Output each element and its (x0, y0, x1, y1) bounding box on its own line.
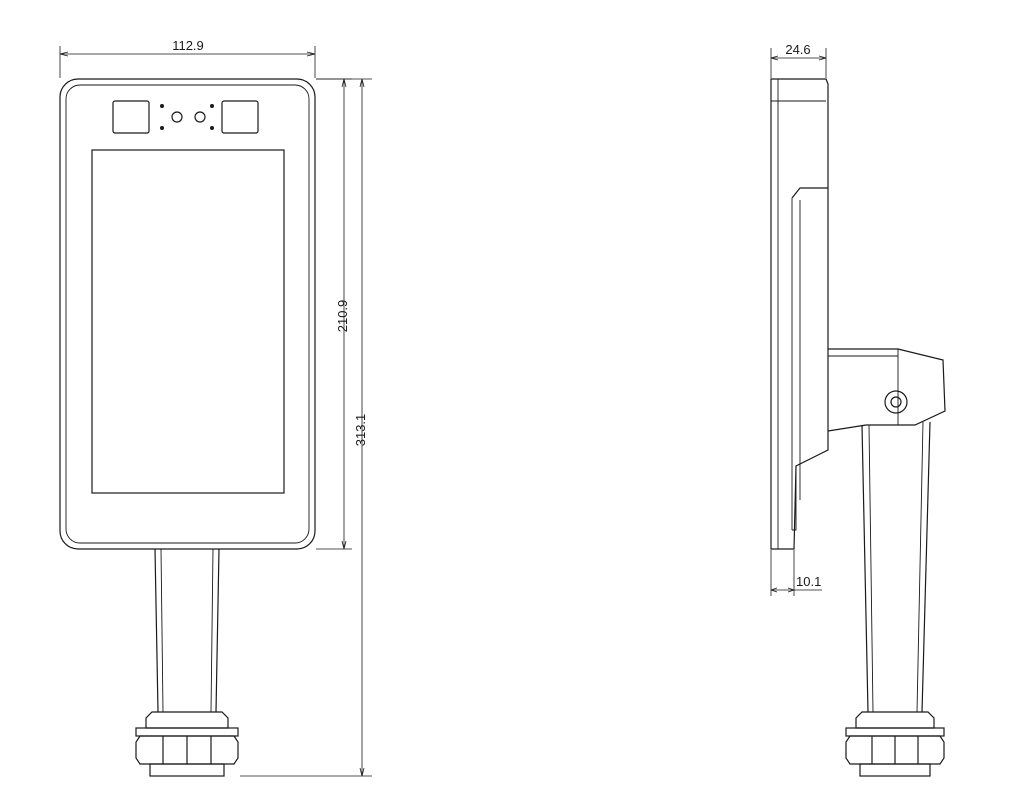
front-outer-frame (59, 78, 316, 550)
front-thread-stub (149, 763, 225, 777)
ir-dot-2 (160, 126, 164, 130)
side-dimensions: 24.6 10.1 (770, 42, 827, 596)
front-inner-frame (65, 84, 310, 544)
side-base-nut (845, 735, 945, 765)
side-pivot-bolt-outer (884, 390, 908, 414)
right-camera-window (221, 100, 259, 134)
width-dimension-label: 112.9 (172, 38, 204, 53)
side-back-housing (791, 187, 828, 199)
side-body-profile (770, 78, 829, 550)
side-pole (861, 421, 931, 713)
front-base-collar (145, 711, 229, 729)
display-screen (91, 149, 285, 494)
side-base-washer (845, 727, 945, 737)
front-view (59, 78, 316, 777)
sensor-right (194, 111, 206, 123)
side-pivot-bolt-inner (890, 396, 902, 408)
front-pole (154, 548, 220, 713)
depth-dimension-label: 24.6 (785, 42, 810, 57)
side-base-collar (855, 711, 935, 729)
bottom-thickness-dimension-label: 10.1 (796, 574, 821, 589)
side-mount-bracket (827, 348, 946, 432)
screen-height-dimension-label: 210.9 (335, 300, 350, 333)
side-thread-stub (859, 763, 931, 777)
front-base-washer (135, 727, 239, 737)
total-height-dimension-label: 313.1 (353, 414, 368, 447)
ir-dot-4 (210, 126, 214, 130)
left-camera-window (112, 100, 150, 134)
ir-dot-1 (160, 104, 164, 108)
side-view (770, 78, 946, 777)
ir-dot-3 (210, 104, 214, 108)
front-base-nut (135, 735, 239, 765)
front-dimensions: 112.9 210.9 313.1 (59, 38, 372, 777)
sensor-left (171, 111, 183, 123)
